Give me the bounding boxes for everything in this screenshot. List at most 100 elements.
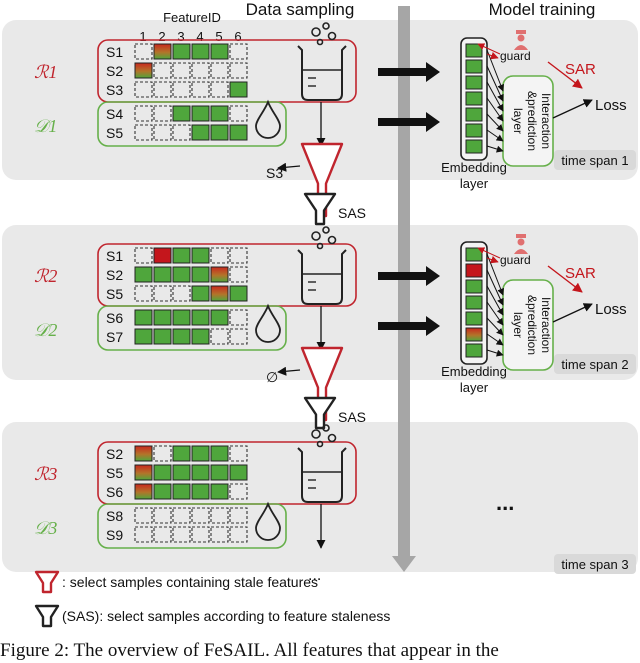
- embedding-to-interaction-arrow: [486, 113, 504, 132]
- span-3-d-box: [97, 503, 287, 549]
- span-3-d-cell: [229, 507, 248, 524]
- span-1-d-cell: [172, 124, 191, 141]
- span-3-r-cell: [229, 445, 248, 462]
- span-3-d-cell: [134, 507, 153, 524]
- span-3-r-cell: [229, 483, 248, 500]
- span-1-d-cell: [153, 124, 172, 141]
- span-2-d-cell: [229, 309, 248, 326]
- guard-icon-head: [517, 34, 525, 42]
- span-2-time-span-label: time span 2: [561, 357, 628, 372]
- span-2-d-cell: [153, 328, 172, 345]
- span-1-r-sample-label: S2: [106, 63, 123, 79]
- embedding-label-line-1: Embedding: [441, 160, 507, 175]
- span-2-r-sample-label: S2: [106, 267, 123, 283]
- span-2-beaker-icon: [297, 226, 347, 305]
- span-3-d-cell: [191, 526, 210, 543]
- span-1-d-cell: [210, 105, 229, 122]
- span-2-r-cell: [153, 247, 172, 264]
- span-2-sas-funnel: [303, 396, 337, 430]
- span-1-r-cell: [172, 43, 191, 60]
- span-3-d-cell: [134, 526, 153, 543]
- span-3-d-cell: [172, 526, 191, 543]
- span-3-r-cell: [172, 483, 191, 500]
- guard-icon-body: [514, 45, 528, 50]
- header-model-training: Model training: [489, 0, 596, 19]
- embedding-cell: [465, 123, 483, 138]
- span-2-r-cell: [134, 266, 153, 283]
- span-1-r-cell: [229, 81, 248, 98]
- span-3-r-cell: [229, 464, 248, 481]
- embedding-cell: [465, 263, 483, 278]
- embedding-to-guard-arrow: [486, 52, 499, 60]
- loss-label: Loss: [595, 301, 627, 318]
- feature-id-3: 3: [177, 29, 184, 44]
- span-2-r-cell: [229, 285, 248, 302]
- span-1-r-sample-label: S1: [106, 44, 123, 60]
- span-2-d-cell: [172, 328, 191, 345]
- span-2-time-span-label-bg: [554, 354, 636, 374]
- span-1-r-cell: [153, 62, 172, 79]
- sar-arrow: [547, 265, 583, 293]
- span-1-r-cell: [134, 81, 153, 98]
- beaker-bubble: [322, 22, 330, 30]
- sar-arrow: [547, 61, 583, 89]
- span-2-r-cell: [191, 247, 210, 264]
- span-2-r-cell: [172, 285, 191, 302]
- embedding-to-interaction-arrow: [486, 97, 504, 122]
- embedding-to-interaction-arrow: [486, 301, 504, 326]
- interaction-to-loss-arrow: [552, 99, 593, 119]
- span-3-d-sample-label: S9: [106, 527, 123, 543]
- beaker-body: [297, 447, 347, 503]
- guard-icon-head: [517, 238, 525, 246]
- span-3-r-cell: [191, 464, 210, 481]
- span-2-sas-label: SAS: [338, 409, 366, 425]
- embedding-to-interaction-arrow: [486, 349, 504, 357]
- beaker-bubble: [316, 242, 324, 250]
- feature-id-6: 6: [234, 29, 241, 44]
- legend-sas-funnel-icon: [34, 604, 60, 628]
- embedding-label-line-1: Embedding: [441, 364, 507, 379]
- embedding-label-line-2: layer: [460, 176, 489, 191]
- feature-id-4: 4: [196, 29, 203, 44]
- span-2-r-cell: [191, 285, 210, 302]
- loss-label: Loss: [595, 97, 627, 114]
- span-1-beaker-icon: [297, 22, 347, 101]
- span-2-d-sample-label: S7: [106, 329, 123, 345]
- embedding-cell: [465, 75, 483, 90]
- span-1-drop-icon: [255, 99, 281, 139]
- embedding-to-interaction-arrow: [486, 253, 504, 296]
- span-3-time-span-label: time span 3: [561, 557, 628, 572]
- beaker-bubble: [311, 27, 321, 37]
- beaker-bubble: [316, 38, 324, 46]
- span-1-r-cell: [191, 62, 210, 79]
- span-1-time-span-label: time span 1: [561, 153, 628, 168]
- span-1-d-cell: [153, 105, 172, 122]
- span-1-d-cell: [191, 105, 210, 122]
- span-3-r-sample-label: S2: [106, 446, 123, 462]
- guard-feedback-arrow: [477, 247, 501, 259]
- sar-label: SAR: [565, 265, 596, 282]
- feature-id-2: 2: [158, 29, 165, 44]
- legend-sas-text: (SAS): select samples according to featu…: [62, 608, 390, 624]
- guard-icon-hat: [516, 234, 526, 238]
- embedding-to-interaction-arrow: [486, 65, 504, 102]
- span-2-r-cell: [134, 285, 153, 302]
- guard-label: guard: [500, 253, 531, 267]
- span-2-d-cell: [210, 309, 229, 326]
- panel-time-span-3: [2, 422, 638, 572]
- span-1-r-cell: [210, 81, 229, 98]
- span-2-d-cell: [191, 328, 210, 345]
- span-2-stale-filter-funnel: [300, 346, 344, 422]
- embedding-to-interaction-arrow: [486, 333, 504, 346]
- span-3-r-sample-label: S6: [106, 484, 123, 500]
- span-2-r-sample-label: S5: [106, 286, 123, 302]
- span-3-r-label: ℛ3: [34, 464, 57, 484]
- span-2-r-cell: [229, 266, 248, 283]
- embedding-cell: [465, 43, 483, 58]
- embedding-to-interaction-arrow: [486, 145, 504, 153]
- span-2-r-cell: [153, 266, 172, 283]
- span-3-d-cell: [191, 507, 210, 524]
- embedding-cell: [465, 311, 483, 326]
- embedding-to-interaction-arrow: [486, 317, 504, 336]
- span-3-time-span-label-bg: [554, 554, 636, 574]
